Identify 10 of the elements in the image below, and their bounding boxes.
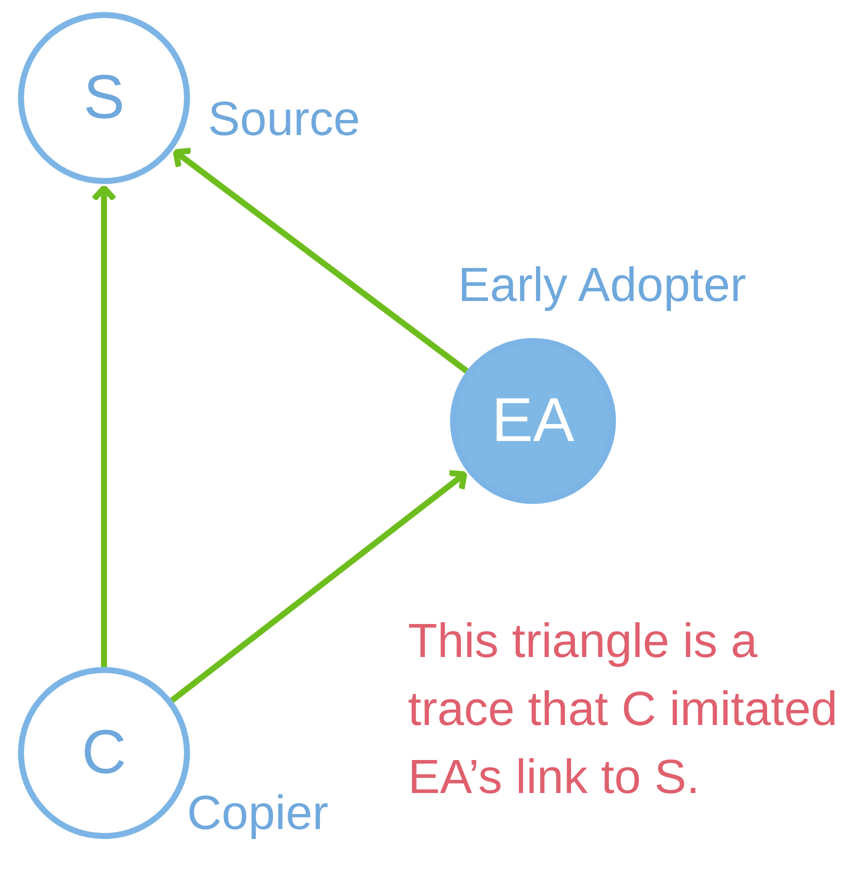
node-caption: Source [208,96,360,144]
node-caption: Early Adopter [458,262,746,310]
node-label: C [82,722,126,784]
arrow [91,185,117,667]
arrow [170,470,468,703]
node-label: EA [492,390,574,452]
note-text: This triangle is a trace that C imitated EA’s link to S. [408,614,839,806]
node-caption: Copier [187,790,328,838]
node-label: S [83,67,125,129]
arrow [172,148,468,374]
